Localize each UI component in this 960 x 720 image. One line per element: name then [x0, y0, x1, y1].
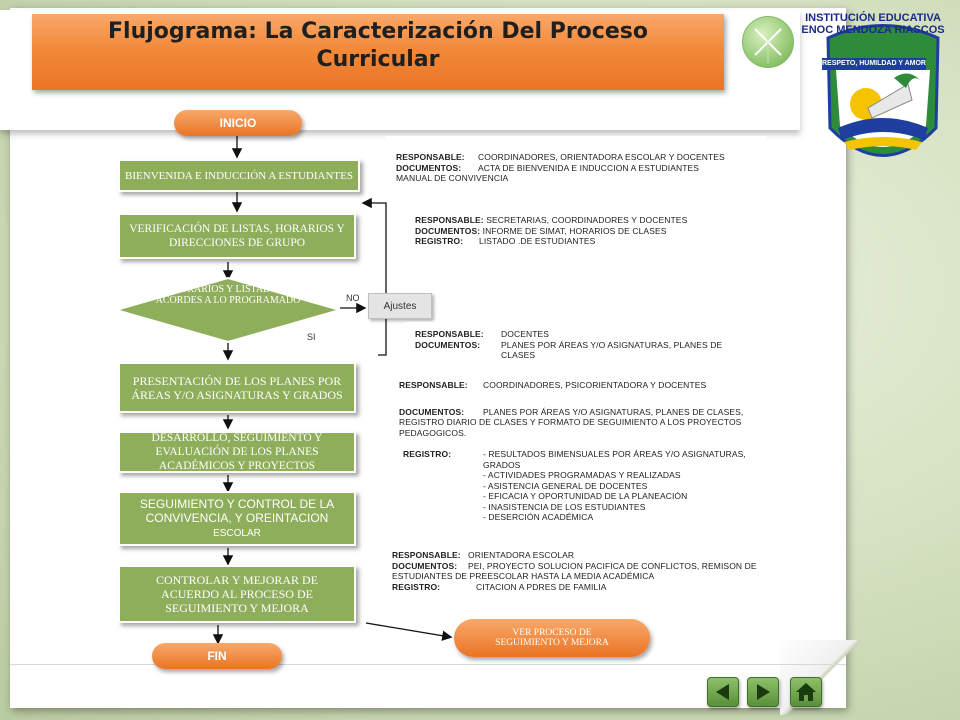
step-verification: VERIFICACIÓN DE LISTAS, HORARIOS Y DIREC… [118, 213, 356, 259]
docs-label: DOCUMENTOS: [396, 162, 462, 173]
docs-label: DOCUMENTOS: [399, 406, 465, 417]
reg-label: REGISTRO: [415, 236, 464, 246]
docs-value: PLANES POR ÁREAS Y/O ASIGNATURAS, PLANES… [399, 406, 744, 438]
step-development: DESARROLLO, SEGUIMIENTO Y EVALUACIÓN DE … [118, 431, 356, 473]
decision-label: HORARIOS Y LISTADOS ACORDES A LO PROGRAM… [155, 284, 301, 306]
docs-extra: MANUAL DE CONVIVENCIA [396, 173, 509, 183]
step-coexistence-line2: ESCOLAR [213, 527, 261, 539]
resp-value: DOCENTES [501, 329, 550, 339]
docs-value: ACTA DE BIENVENIDA E INDUCCION A ESTUDIA… [478, 162, 700, 173]
decision-yes-label: SI [307, 332, 316, 342]
info-box-development: RESPONSABLE: COORDINADORES, PSICORIENTADO… [390, 376, 780, 522]
triangle-right-icon [757, 684, 770, 700]
docs-value: PLANES POR ÁREAS Y/O ASIGNATURAS, PLANES… [501, 339, 723, 361]
reg-item: - ASISTENCIA GENERAL DE DOCENTES [483, 480, 648, 491]
title-bar [32, 14, 724, 90]
reg-item: - DESERCIÓN ACADÉMICA [483, 512, 594, 522]
back-button[interactable] [707, 677, 739, 707]
info-box-coexistence: RESPONSABLE: ORIENTADORA ESCOLAR DOCUMENT… [384, 541, 780, 601]
info-box-plans: RESPONSABLE: DOCENTES DOCUMENTOS: PLANES P… [405, 322, 771, 366]
docs-value: INFORME DE SIMAT, HORARIOS DE CLASES [482, 225, 667, 236]
next-button[interactable] [747, 677, 779, 707]
close-button[interactable] [742, 16, 794, 68]
step-control-improve: CONTROLAR Y MEJORAR DE ACUERDO AL PROCES… [118, 565, 356, 623]
reg-label: REGISTRO: [392, 581, 441, 592]
triangle-left-icon [716, 684, 729, 700]
info-box-verification: RESPONSABLE: SECRETARIAS, COORDINADORES … [406, 210, 710, 286]
reg-item: - ACTIVIDADES PROGRAMADAS Y REALIZADAS [483, 470, 681, 480]
info-box-welcome: RESPONSABLE: COORDINADORES, ORIENTADORA E… [386, 136, 766, 196]
docs-label: DOCUMENTOS: [415, 339, 481, 350]
home-icon [796, 683, 816, 701]
adjust-node: Ajustes [368, 293, 432, 319]
page-title: Flujograma: La Caracterización Del Proce… [108, 19, 648, 72]
reg-value: CITACION A PDRES DE FAMILIA [476, 581, 607, 592]
end-node: FIN [152, 643, 282, 669]
resp-value: SECRETARIAS, COORDINADORES Y DOCENTES [486, 215, 688, 225]
close-icon [754, 21, 782, 63]
resp-label: RESPONSABLE: [399, 380, 468, 390]
step-coexistence: SEGUIMIENTO Y CONTROL DE LA CONVIVENCIA,… [118, 491, 356, 546]
resp-value: COORDINADORES, ORIENTADORA ESCOLAR Y DOC… [478, 152, 725, 162]
step-plans-presentation: PRESENTACIÓN DE LOS PLANES POR ÁREAS Y/O… [118, 362, 356, 413]
resp-label: RESPONSABLE: [415, 215, 484, 225]
logo-motto: RESPETO, HUMILDAD Y AMOR [822, 58, 926, 70]
reg-value: LISTADO .DE ESTUDIANTES [479, 236, 596, 246]
docs-label: DOCUMENTOS: [392, 560, 458, 571]
logo-text: INSTITUCIÓN EDUCATIVA ENOC MENDOZA RIASC… [801, 12, 945, 36]
resp-value: COORDINADORES, PSICORIENTADORA Y DOCENTE… [483, 380, 707, 390]
resp-value: ORIENTADORA ESCOLAR [468, 550, 575, 560]
docs-value: PEI, PROYECTO SOLUCION PACIFICA DE CONFL… [392, 560, 757, 582]
footer-divider [10, 664, 846, 665]
start-node: INICIO [174, 110, 302, 136]
docs-label: DOCUMENTOS: [415, 225, 481, 236]
step-welcome: BIENVENIDA E INDUCCIÓN A ESTUDIANTES [118, 159, 360, 192]
reg-item: - INASISTENCIA DE LOS ESTUDIANTES [483, 501, 646, 512]
resp-label: RESPONSABLE: [392, 550, 461, 560]
reg-item: - EFICACIA Y OPORTUNIDAD DE LA PLANEACIÓ… [483, 491, 688, 501]
reg-label: REGISTRO: [403, 449, 452, 459]
decision-diamond [112, 276, 344, 344]
link-improvement-process[interactable]: VER PROCESO DE SEGUIMIENTO Y MEJORA [454, 619, 650, 657]
reg-item: - RESULTADOS BIMENSUALES POR ÁREAS Y/O A… [483, 449, 746, 470]
resp-label: RESPONSABLE: [396, 152, 465, 162]
step-coexistence-line1: SEGUIMIENTO Y CONTROL DE LA CONVIVENCIA,… [139, 496, 335, 525]
decision-no-label: NO [346, 293, 360, 303]
resp-label: RESPONSABLE: [415, 329, 484, 339]
home-button[interactable] [790, 677, 822, 707]
